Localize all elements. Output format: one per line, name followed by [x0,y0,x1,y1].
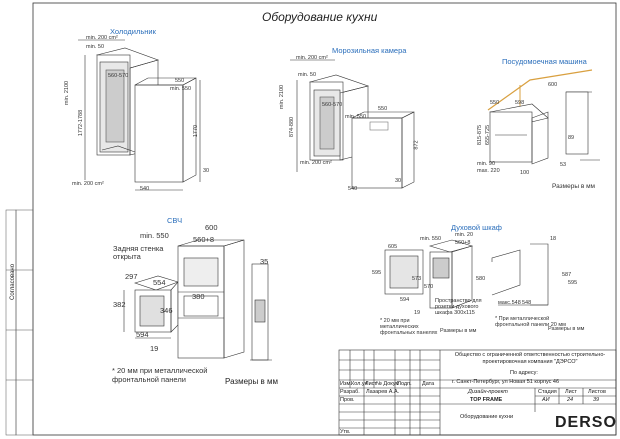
tb-col-header: Кол.уч [351,381,368,387]
fridge-dim: min. 200 cm² [86,35,118,41]
microwave-dim: 554 [153,278,166,287]
derso-logo: DERSO [555,414,617,431]
dishwasher-dim: 600 [548,82,558,88]
oven-panel-note: * 20 мм при металлических фронтальных па… [380,318,438,336]
tb-col-header: Подп. [397,381,412,387]
microwave-dim: 594 [136,330,149,339]
dishwasher-heading: Посудомоечная машина [502,57,587,66]
tb-project-label: Дизайн-проект [468,389,508,395]
dishwasher-dim: 89 [568,135,575,141]
tb-stage: АИ [542,397,550,403]
oven-dim: 548 [522,300,532,306]
oven-units-note-2: Размеры в мм [548,326,585,332]
freezer-dim: min. 200 cm² [296,55,328,61]
dishwasher-units-note: Размеры в мм [552,183,596,190]
oven-panel-note-2: * При металлической фронтальной панели 2… [495,316,566,328]
oven-units-note: Размеры в мм [440,328,477,334]
freezer-heading: Морозильная камера [332,46,407,55]
fridge-dim: 1772-1788 [78,109,85,137]
oven-socket-note: Пространство для розетки духового шкафа … [435,298,482,316]
dishwasher-dim: 550 [490,100,500,106]
dishwasher-dim: min. 90 [477,161,496,167]
microwave-panel-note: * 20 мм при металлической фронтальной па… [112,366,208,384]
microwave-dim: 297 [125,272,138,281]
microwave-dim: min. 550 [140,231,169,240]
dishwasher-dim: 655-725 [485,124,492,146]
tb-col-header: Дата [422,381,435,387]
fridge-dim: min. 50 [86,44,105,50]
freezer-dim: 550 [378,106,388,112]
dishwasher-dim: 53 [560,162,567,168]
oven-dim: min. 550 [420,236,442,242]
tb-col-header: Изм. [340,381,352,387]
freezer-dim: min. 2100 [279,84,286,110]
freezer-dim: min. 200 cm² [300,160,332,166]
microwave-heading: СВЧ [167,216,183,225]
tb-stage-label: Стадия [538,389,557,395]
tb-address: г. Санкт-Петербург, ул Новая 51 корпус 4… [452,379,560,385]
oven-dim: 18 [550,236,557,242]
tb-col-header: № Докум [376,381,400,387]
tb-lists-label: Листов [588,389,606,395]
freezer-dim: min. 50 [298,72,317,78]
oven-dim: 595 [568,280,578,286]
freezer-dim: 540 [348,186,358,192]
fridge-dim: 550 [175,78,185,84]
fridge-dim: 1770 [193,124,200,138]
tb-list: 24 [567,397,574,403]
oven-dim: 594 [400,297,410,303]
microwave-dim: 19 [150,344,159,353]
side-label: Согласовано [10,263,16,300]
oven-dim: 605 [388,244,398,250]
oven-dim: 19 [414,310,421,316]
tb-developed-label: Разраб. [340,389,360,395]
oven-dim: 570 [424,284,434,290]
fridge-dim: 560-570 [108,73,129,79]
tb-approved-label: Утв. [340,429,351,435]
dishwasher-dim: max. 220 [477,168,500,174]
fridge-dim: min. 200 cm² [72,181,104,187]
microwave-dim: 600 [205,223,218,232]
freezer-dim: min. 550 [345,114,367,120]
microwave-dim: 380 [192,292,205,301]
freezer-dim: 30 [395,178,402,184]
freezer-dim: 872 [413,140,420,150]
microwave-dim: 35 [260,257,269,266]
dishwasher-dim: 815-875 [477,124,484,146]
oven-max-note: макс.548 [498,300,521,306]
microwave-back-wall-note: Задняя стенка открыта [113,244,164,261]
microwave-dim: 560+8 [193,235,215,244]
tb-company: Общество с ограниченной ответственностью… [454,352,606,365]
tb-col-header: Лист [365,381,377,387]
tb-sheet-name: Оборудование кухни [460,414,514,420]
microwave-units-note: Размеры в мм [225,377,278,386]
fridge-dim: 540 [140,186,150,192]
oven-dim: 587 [562,272,572,278]
fridge-dim: 30 [203,168,210,174]
freezer-dim: 874-880 [289,116,296,138]
microwave-dim: 346 [160,306,173,315]
oven-heading: Духовой шкаф [451,223,502,232]
oven-dim: 560+8 [455,240,471,246]
fridge-dim: min. 2100 [64,80,71,106]
oven-dim: min. 20 [455,232,474,238]
tb-lists: 39 [593,397,600,403]
oven-dim: 573 [412,276,422,282]
freezer-dim: 560-570 [322,102,343,108]
microwave-dim: 382 [113,300,126,309]
dishwasher-dim: 100 [520,170,530,176]
tb-address-label: По адресу: [510,370,538,376]
fridge-heading: Холодильник [110,27,156,36]
tb-checked-label: Пров. [340,397,355,403]
tb-list-label: Лист [565,389,577,395]
sheet-title: Оборудование кухни [262,10,378,24]
fridge-dim: min. 550 [170,86,192,92]
oven-dim: 580 [476,276,486,282]
dishwasher-dim: 598 [515,100,525,106]
tb-project-name: TOP FRAME [470,397,503,403]
tb-developer: Лазарев А.А. [366,389,400,395]
oven-dim: 595 [372,270,382,276]
